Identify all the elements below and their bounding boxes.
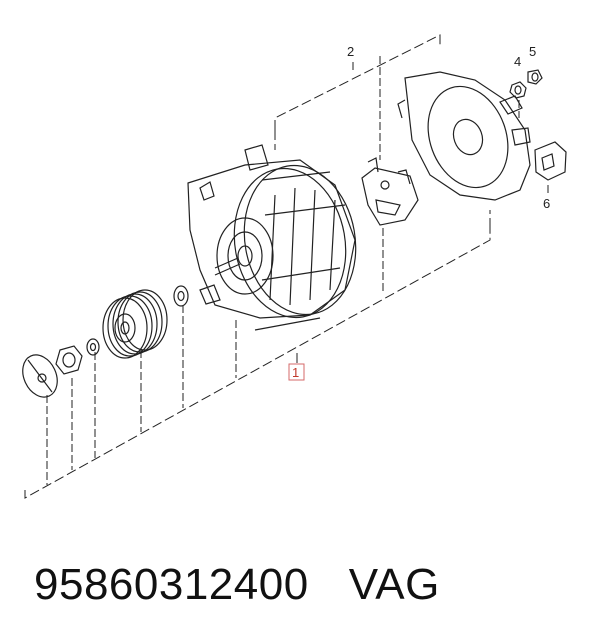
connector-part xyxy=(534,141,567,181)
brand-name: VAG xyxy=(348,560,440,609)
callout-5: 5 xyxy=(529,44,536,59)
nut-part xyxy=(55,345,83,375)
leader-lines xyxy=(46,56,549,485)
alternator-body xyxy=(187,144,357,331)
callout-1-highlight: 1 xyxy=(288,363,305,381)
rear-cover-part xyxy=(397,71,531,201)
washer-part xyxy=(86,338,100,356)
part-caption: 95860312400 VAG xyxy=(34,560,440,620)
assembly-frame xyxy=(24,34,491,499)
callout-6: 6 xyxy=(543,196,550,211)
cap-part xyxy=(22,354,58,398)
callout-1: 1 xyxy=(292,365,299,380)
callout-2: 2 xyxy=(347,44,354,59)
exploded-parts-diagram: 2 4 5 6 1 xyxy=(22,34,567,499)
spacer-washer-part xyxy=(173,285,189,307)
callout-4: 4 xyxy=(514,54,521,69)
bolt-part xyxy=(527,69,543,85)
part-number: 95860312400 xyxy=(34,560,309,609)
pulley-part xyxy=(102,289,168,359)
small-nut-part xyxy=(509,81,527,99)
regulator-part xyxy=(361,157,419,226)
